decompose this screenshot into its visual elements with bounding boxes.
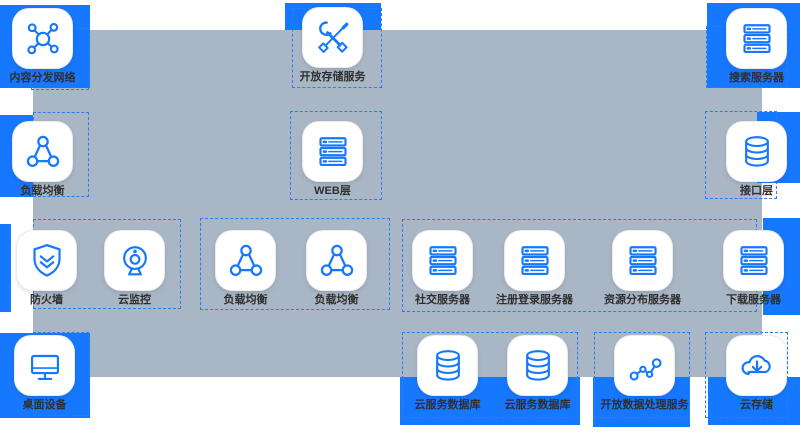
node-label-cloud-monitor: 云监控 — [118, 294, 151, 306]
node-label-download-server: 下载服务器 — [726, 294, 781, 306]
node-cloud-service-database-2[interactable] — [508, 336, 567, 395]
node-open-storage-service[interactable] — [303, 8, 362, 67]
node-firewall[interactable] — [17, 231, 76, 290]
node-resource-distribution-server[interactable] — [613, 231, 672, 290]
node-label-web-layer: WEB层 — [314, 185, 351, 197]
server-icon — [739, 245, 768, 275]
db-icon — [525, 349, 550, 381]
node-label-cloud-service-database-1: 云服务数据库 — [414, 399, 481, 411]
webcam-icon — [122, 245, 147, 275]
group-cloud-storage — [705, 332, 788, 418]
node-label-cloud-storage: 云存储 — [740, 399, 773, 411]
node-cloud-storage[interactable] — [727, 336, 786, 395]
node-label-resource-distribution-server: 资源分布服务器 — [604, 294, 681, 306]
monitor-icon — [30, 354, 59, 380]
blue-strip-left-row3 — [0, 224, 11, 312]
node-label-load-balancer-1: 负载均衡 — [20, 185, 65, 197]
node-label-load-balancer-2: 负载均衡 — [223, 294, 268, 306]
flow-icon — [629, 357, 662, 381]
lb-icon — [320, 244, 353, 276]
node-label-desktop-device: 桌面设备 — [22, 399, 67, 411]
node-label-register-login-server: 注册登录服务器 — [496, 294, 573, 306]
node-label-open-data-processing-service: 开放数据处理服务 — [600, 399, 689, 411]
node-web-layer[interactable] — [303, 122, 362, 181]
lb-icon — [26, 135, 59, 167]
node-cloud-service-database-1[interactable] — [418, 336, 477, 395]
server-icon — [318, 136, 347, 166]
node-load-balancer-1[interactable] — [13, 122, 72, 181]
node-download-server[interactable] — [724, 231, 783, 290]
group-load-balancer-pair — [200, 218, 390, 310]
server-icon — [628, 245, 657, 275]
tools-icon — [316, 20, 348, 54]
node-load-balancer-2[interactable] — [216, 231, 275, 290]
shield-icon — [32, 243, 61, 277]
node-label-cloud-service-database-2: 云服务数据库 — [504, 399, 571, 411]
node-label-search-server: 搜索服务器 — [729, 72, 784, 84]
group-open-data-processing — [594, 332, 690, 418]
node-interface-layer[interactable] — [727, 122, 786, 181]
node-content-delivery-network[interactable] — [13, 9, 72, 68]
main-gray-panel — [33, 30, 762, 377]
cloud-icon — [741, 354, 771, 375]
node-social-server[interactable] — [413, 231, 472, 290]
node-label-social-server: 社交服务器 — [415, 294, 470, 306]
node-label-load-balancer-3: 负载均衡 — [314, 294, 359, 306]
node-label-open-storage-service: 开放存储服务 — [299, 71, 366, 83]
db-icon — [744, 135, 769, 167]
node-cloud-monitor[interactable] — [105, 231, 164, 290]
server-icon — [742, 23, 771, 53]
cdn-icon — [26, 22, 59, 54]
node-open-data-processing-service[interactable] — [615, 336, 674, 395]
db-icon — [435, 349, 460, 381]
node-label-interface-layer: 接口层 — [740, 185, 773, 197]
node-search-server[interactable] — [727, 9, 786, 68]
node-register-login-server[interactable] — [505, 231, 564, 290]
lb-icon — [229, 244, 262, 276]
group-cloud-databases — [402, 332, 578, 418]
node-label-firewall: 防火墙 — [30, 294, 63, 306]
node-desktop-device[interactable] — [15, 336, 74, 395]
server-icon — [520, 245, 549, 275]
group-web-layer — [290, 111, 382, 200]
server-icon — [428, 245, 457, 275]
node-label-content-delivery-network: 内容分发网络 — [9, 72, 76, 84]
node-load-balancer-3[interactable] — [307, 231, 366, 290]
